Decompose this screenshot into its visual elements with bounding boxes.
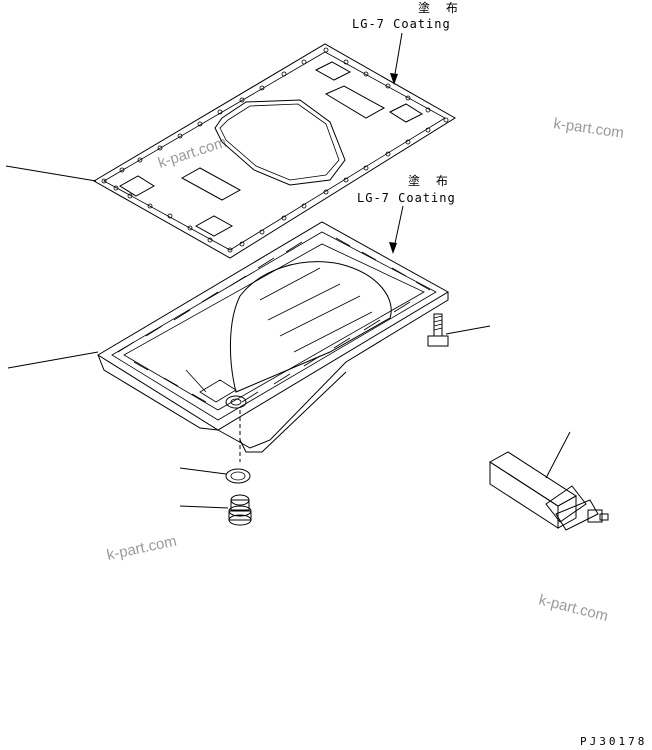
bolt-leader: [445, 325, 491, 335]
gasket-slot: [324, 85, 386, 119]
washer-leader: [179, 467, 227, 475]
gasket-bolt-holes: [101, 47, 449, 253]
watermark-top-right: k-part.com: [552, 115, 625, 142]
watermark-gasket: k-part.com: [156, 134, 229, 172]
coating-note-middle: 塗 布 LG-7 Coating: [357, 173, 456, 254]
coating-leader-top: [393, 32, 403, 81]
oil-pan-sump: [229, 261, 392, 393]
figure-code: PJ30178: [580, 735, 647, 748]
flange-bolt: [427, 313, 449, 347]
gauge-leader: [545, 431, 571, 479]
gasket-center-opening: [214, 99, 346, 186]
gasket: [93, 43, 456, 259]
watermark-bottom-right: k-part.com: [537, 591, 610, 625]
coating-note-top: 塗 布 LG-7 Coating: [352, 0, 464, 85]
oil-pan-drain-boss: [225, 395, 247, 409]
coating-leader-middle: [393, 205, 404, 249]
plug-leader: [179, 505, 229, 509]
coating-arrow-middle: [389, 242, 397, 254]
gasket-slot: [119, 175, 155, 197]
coating-note-middle-jp: 塗 布: [408, 173, 454, 188]
gasket-slot: [388, 103, 424, 123]
level-gauge: [489, 451, 609, 531]
gasket-slot: [180, 167, 242, 201]
drain-plug: [228, 494, 252, 526]
drain-washer: [225, 468, 251, 484]
gasket-slot: [314, 61, 352, 81]
oil-pan: [97, 221, 449, 453]
gasket-slot: [194, 215, 234, 237]
gasket-leader: [5, 165, 97, 182]
oil-pan-flange-slots: [117, 237, 431, 403]
coating-arrow-top: [390, 73, 398, 85]
coating-note-top-en: LG-7 Coating: [352, 17, 451, 31]
coating-note-middle-en: LG-7 Coating: [357, 191, 456, 205]
oil-pan-leader: [7, 351, 99, 369]
coating-note-top-jp: 塗 布: [418, 0, 464, 15]
watermark-bottom-left: k-part.com: [105, 533, 178, 564]
